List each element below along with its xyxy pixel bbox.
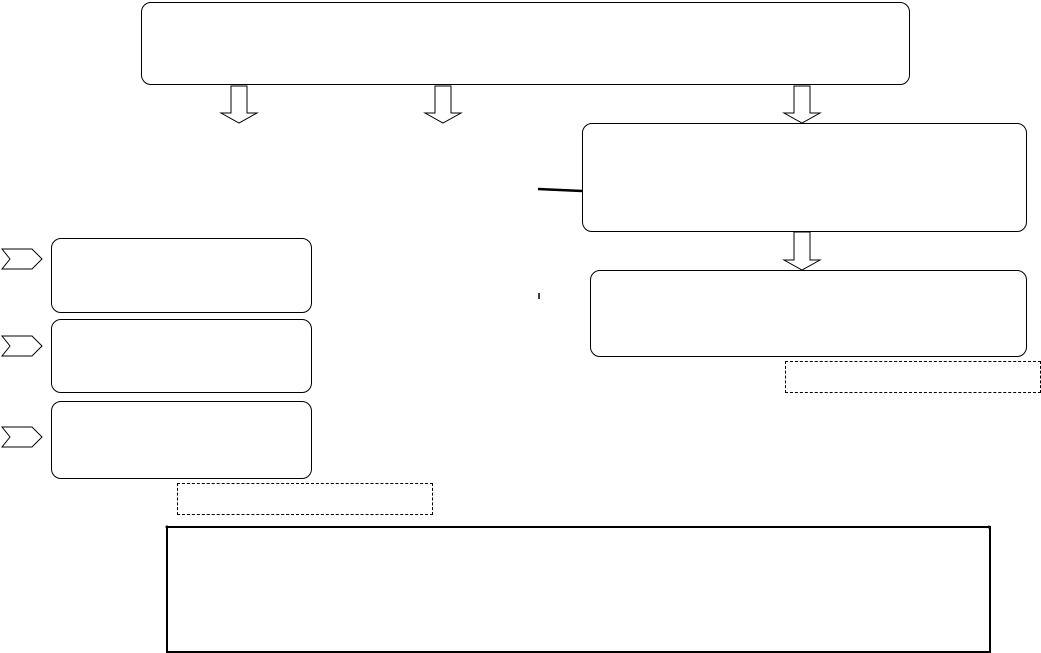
connector-line	[537, 187, 583, 193]
chevron-marker-2	[0, 335, 43, 357]
right-box-2	[590, 270, 1027, 357]
down-arrow-1	[219, 85, 259, 124]
right-box-1	[582, 123, 1027, 232]
left-box-1	[51, 238, 312, 313]
left-box-2	[51, 319, 312, 393]
corner-dot-right	[987, 525, 991, 529]
top-box	[141, 2, 910, 85]
dashed-note-left	[177, 483, 433, 515]
chevron-marker-1	[0, 248, 43, 270]
bottom-box	[166, 526, 991, 653]
down-arrow-3	[782, 85, 822, 124]
left-box-3	[51, 401, 312, 479]
dashed-note-right	[785, 361, 1041, 393]
down-arrow-4	[782, 231, 822, 271]
down-arrow-2	[423, 85, 463, 124]
chevron-marker-3	[0, 426, 43, 448]
corner-dot-left	[165, 525, 169, 529]
